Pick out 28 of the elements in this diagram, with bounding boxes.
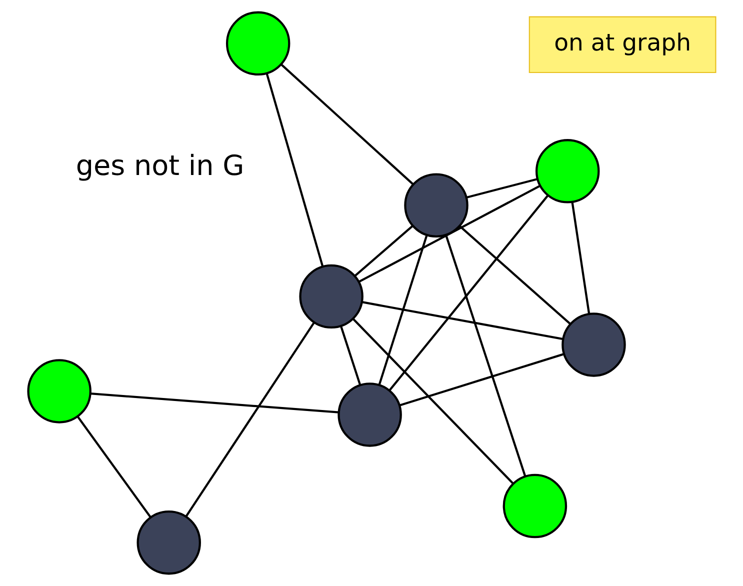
connector — [184, 322, 314, 517]
connector — [280, 64, 414, 185]
node-circle — [404, 173, 468, 238]
connector — [354, 225, 413, 277]
connector — [466, 178, 537, 199]
node-circle — [502, 474, 567, 538]
connector — [90, 392, 338, 414]
node-circle — [298, 264, 363, 329]
connector — [76, 416, 151, 518]
connector — [361, 301, 563, 340]
label: ges not in G — [75, 149, 244, 182]
node-circle — [136, 510, 200, 575]
node-circle — [26, 359, 91, 424]
connector — [388, 194, 548, 392]
connector — [444, 234, 526, 477]
connector — [378, 234, 428, 386]
node-circle — [534, 139, 600, 204]
node-box: on at graph — [528, 16, 716, 74]
connector — [339, 326, 361, 386]
node-circle — [225, 11, 290, 76]
connector — [570, 202, 590, 314]
connector — [398, 353, 564, 406]
node-circle — [561, 312, 626, 377]
node-circle — [337, 382, 402, 447]
connector — [265, 73, 324, 267]
connector — [352, 318, 514, 484]
connector — [458, 225, 570, 325]
connector — [358, 184, 540, 283]
